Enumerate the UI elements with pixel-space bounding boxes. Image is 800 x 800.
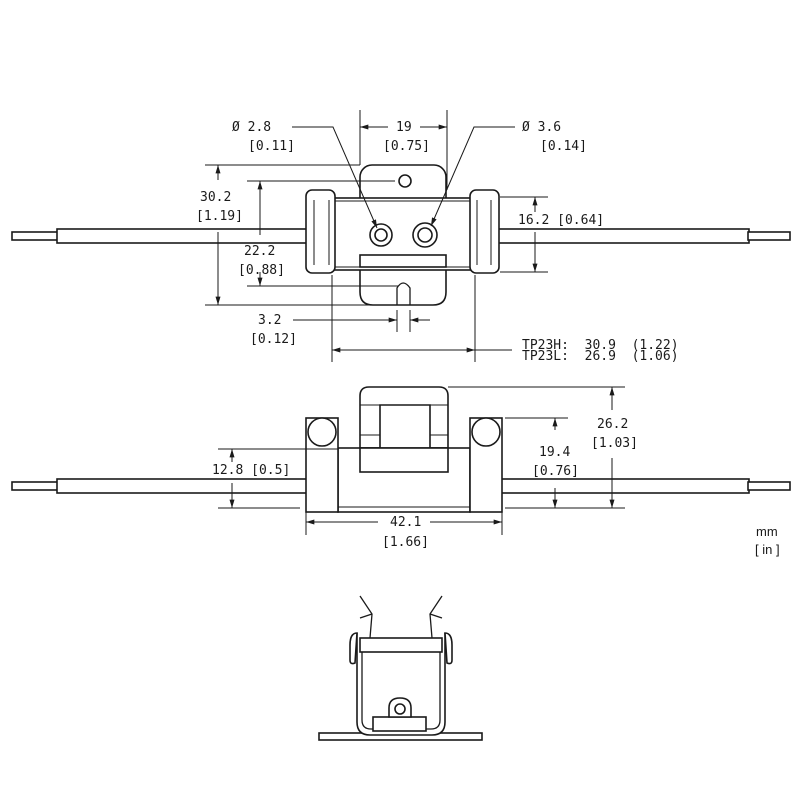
end-cap-right [469,189,500,274]
ear-right [444,632,453,665]
overall-height-dim: 30.2 [200,190,231,205]
hole-large-dim: Ø 3.6 [522,120,561,135]
wire-left [11,228,308,244]
total-height-dim-in: [1.03] [591,436,638,451]
u-bracket [356,633,446,736]
cap-height-dim-in: [0.76] [532,464,579,479]
top-view: Ø 2.8 [0.11] Ø 3.6 [0.14] 19 [0.75] 30.2… [11,110,791,364]
slot-width-dim-in: [0.12] [250,332,297,347]
hole-small-dim: Ø 2.8 [232,120,271,135]
variant-tp23l: TP23L: 26.9 (1.06) [522,349,679,364]
variant-tp23h: TP23H: 30.9 (1.22) [522,338,679,353]
unit-in: [ in ] [755,542,780,557]
slot [396,282,411,305]
clip-right [429,595,443,639]
tab-hole [398,174,412,188]
end-view [318,595,483,741]
ear-left [349,632,358,665]
mount-height-dim: 22.2 [244,244,275,259]
wire-left-side [56,478,308,494]
width-dim: 42.1 [390,515,421,530]
clip-left [359,595,373,639]
body-height-dim: 16.2 [0.64] [518,213,604,228]
width-dim-in: [1.66] [382,535,429,550]
wire-height-dim: 12.8 [0.5] [212,463,290,478]
mount-height-dim-in: [0.88] [238,263,285,278]
wire-right [497,228,791,244]
hole-small-dim-in: [0.11] [248,139,295,154]
cap-height-dim: 19.4 [539,445,570,460]
spacing-dim: 19 [396,120,412,135]
wire-right-side [497,478,750,494]
total-height-dim: 26.2 [597,417,628,432]
end-cap-left [305,189,336,274]
unit-mm: mm [756,524,778,539]
spacing-dim-in: [0.75] [383,139,430,154]
hole-large-dim-in: [0.14] [540,139,587,154]
side-view: 12.8 [0.5] 19.4 [0.76] 26.2 [1.03] 42.1 … [11,386,791,550]
slot-width-dim: 3.2 [258,313,281,328]
overall-height-dim-in: [1.19] [196,209,243,224]
